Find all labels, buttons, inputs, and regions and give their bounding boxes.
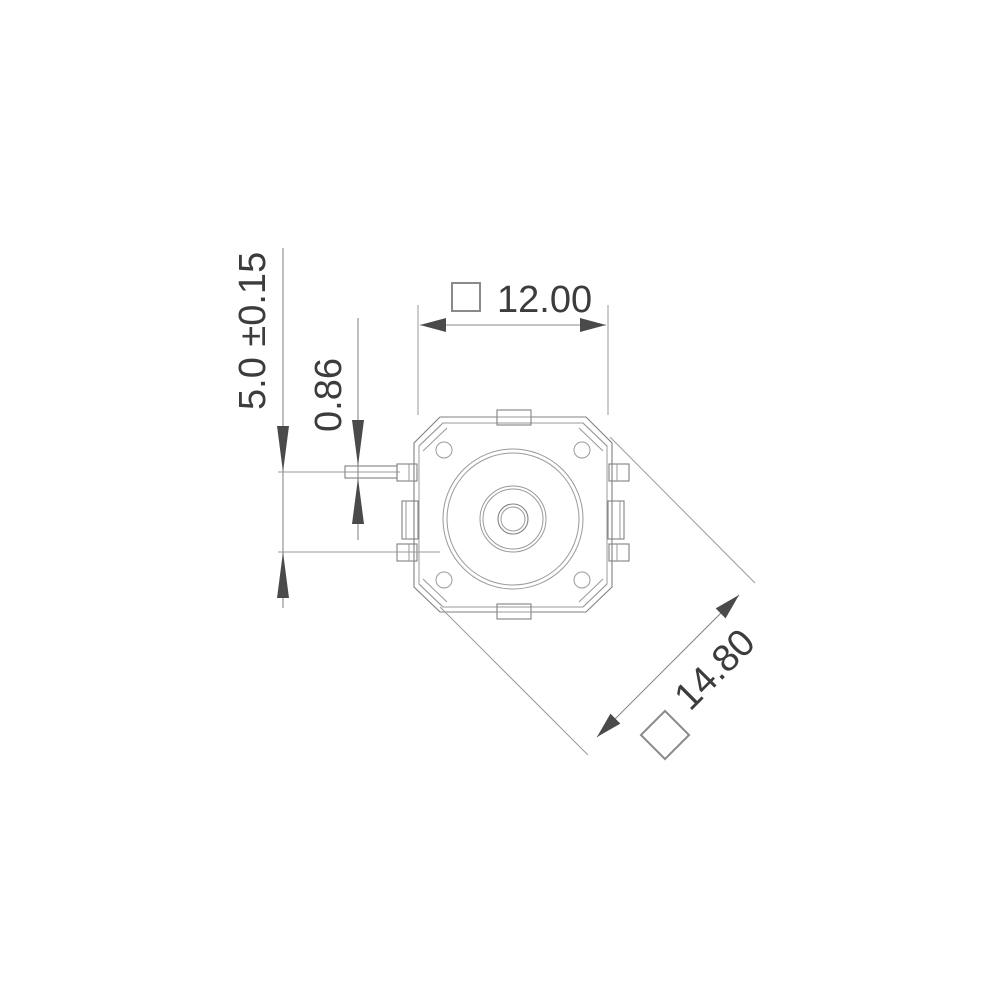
central-actuator — [442, 448, 584, 590]
arrow-up-icon — [277, 552, 289, 598]
dimension-diagonal-span: 14.80 — [439, 436, 764, 761]
dimension-terminal-pitch: 5.0 ±0.15 — [232, 248, 440, 608]
dimension-lead-thickness: 0.86 — [308, 318, 364, 540]
arrow-down-icon — [277, 426, 289, 472]
corner-locating-pins — [435, 441, 591, 589]
square-dimension-symbol — [451, 282, 481, 312]
dimension-body-width: 12.00 — [417, 279, 609, 415]
arrow-left-icon — [420, 318, 446, 332]
switch-body-geometry — [344, 409, 630, 620]
right-terminals — [607, 463, 630, 562]
bottom-center-tab — [496, 603, 532, 620]
left-terminals — [396, 463, 419, 562]
corner-chamfer-details — [418, 422, 608, 608]
body-outline — [413, 416, 613, 613]
diamond-dimension-symbol — [639, 709, 691, 761]
arrow-up-small-icon — [352, 478, 364, 524]
dimension-label-terminal-pitch: 5.0 ±0.15 — [232, 252, 274, 410]
dimension-label-diagonal-span: 14.80 — [667, 621, 764, 718]
arrow-down-small-icon — [352, 420, 364, 466]
dimension-label-lead-thickness: 0.86 — [308, 358, 350, 432]
dimension-label-body-width: 12.00 — [497, 279, 592, 321]
top-center-tab — [496, 409, 532, 426]
